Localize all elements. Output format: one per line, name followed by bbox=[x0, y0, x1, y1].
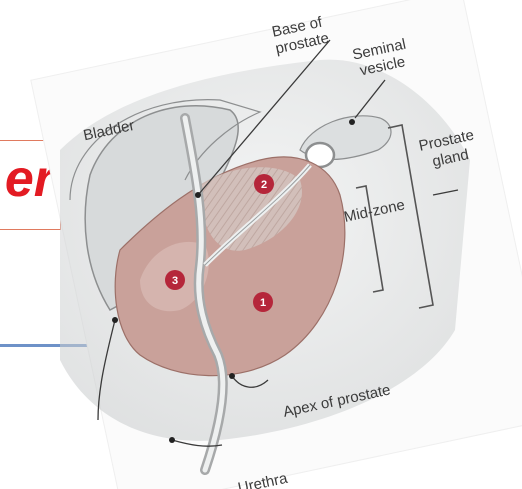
seminal-vesicle-dot bbox=[349, 119, 355, 125]
zone-marker-1: 1 bbox=[253, 292, 273, 312]
base-of-prostate-dot bbox=[195, 192, 201, 198]
zone-marker-2: 2 bbox=[254, 174, 274, 194]
bladder-neck-dot bbox=[112, 317, 118, 323]
urethra-dot bbox=[169, 437, 175, 443]
svg-text:2: 2 bbox=[261, 179, 267, 191]
svg-text:3: 3 bbox=[172, 275, 178, 287]
svg-text:1: 1 bbox=[260, 297, 266, 309]
zone-marker-3: 3 bbox=[165, 270, 185, 290]
apex-dot bbox=[229, 373, 235, 379]
